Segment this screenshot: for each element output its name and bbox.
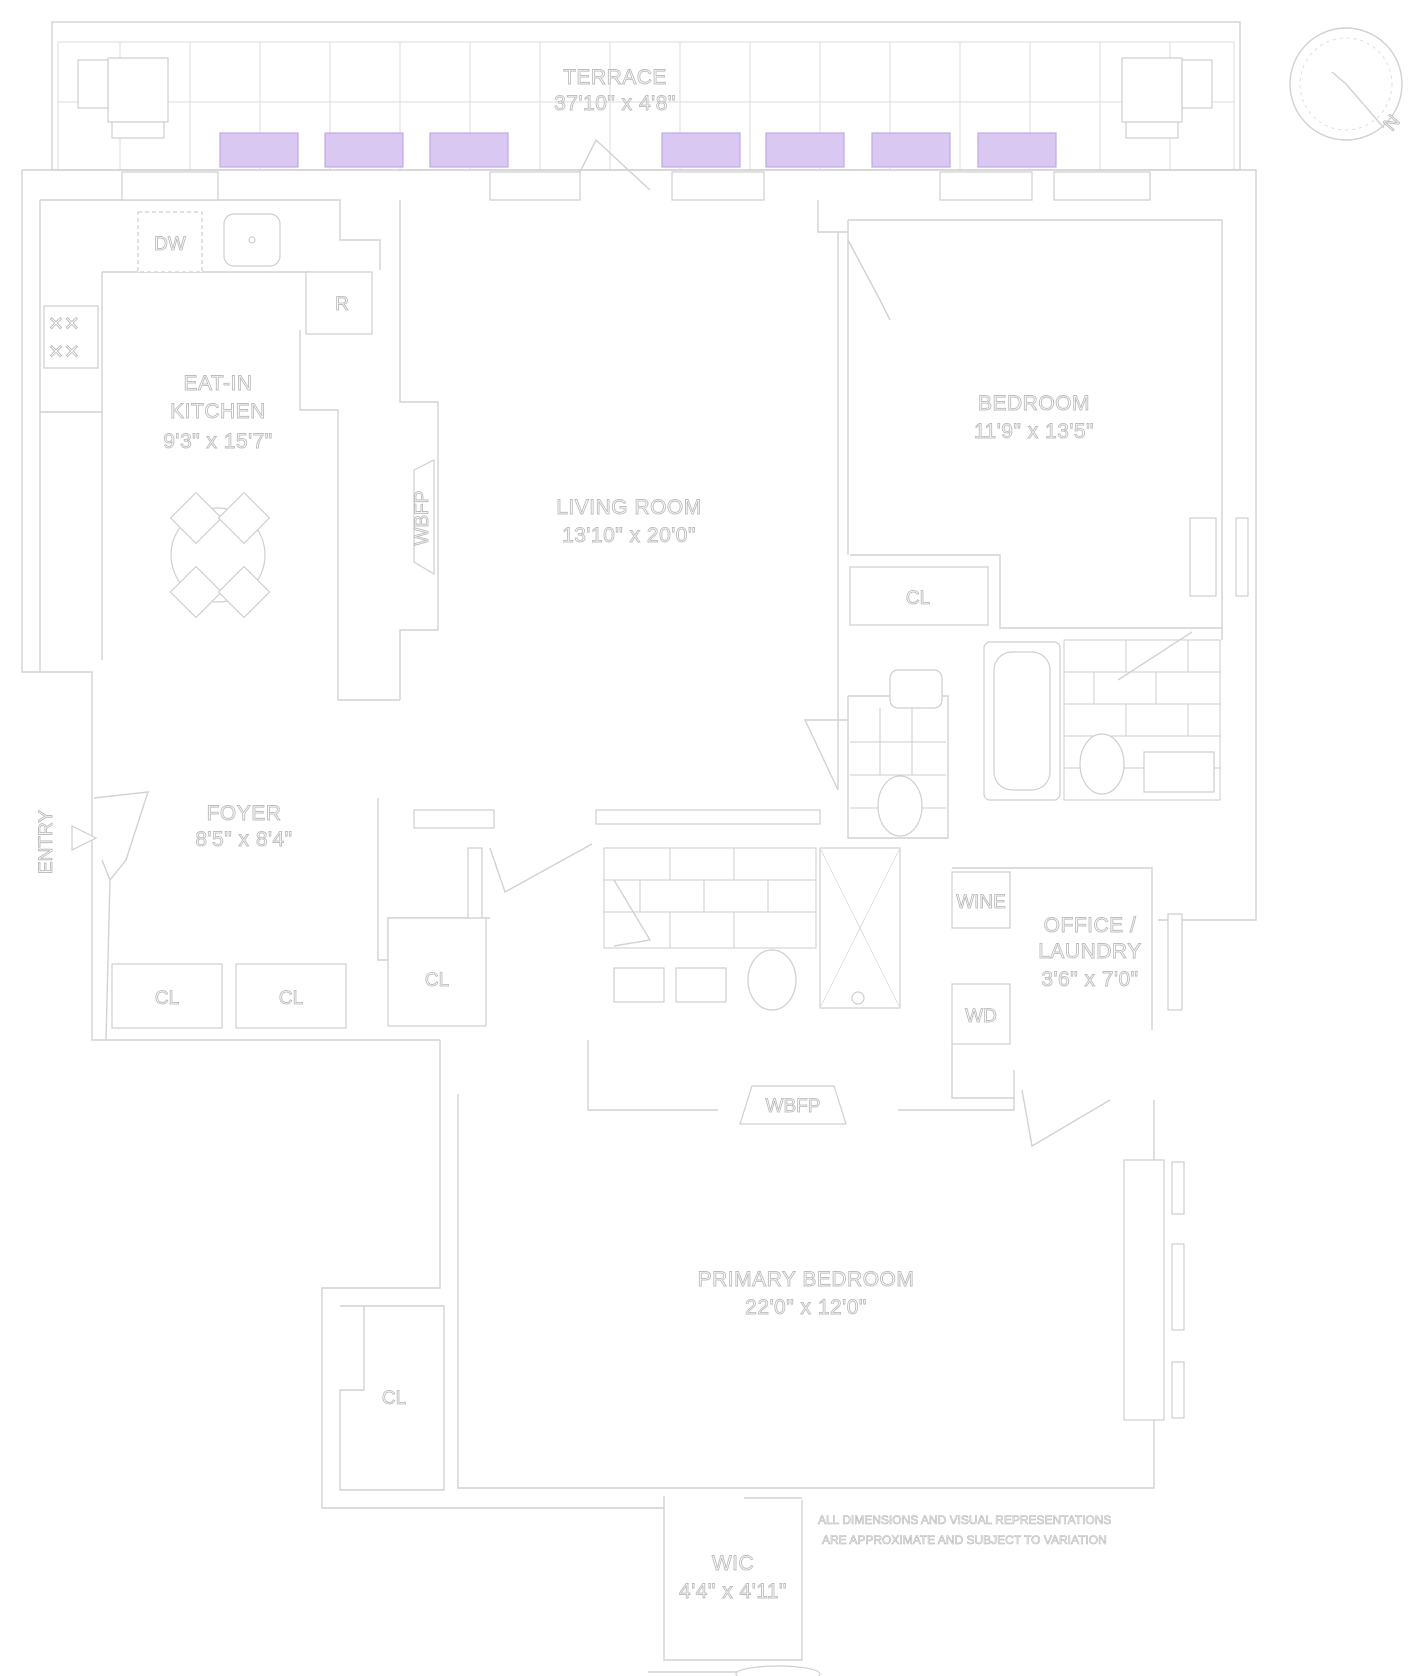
living-dims: 13'10" x 20'0" <box>562 524 696 547</box>
living-fireplace-label: WBFP <box>412 491 433 546</box>
office-dims: 3'6" x 7'0" <box>1041 968 1138 991</box>
terrace-dims: 37'10" x 4'8" <box>554 92 676 115</box>
kitchen-name-line1: EAT-IN <box>183 372 252 395</box>
terrace: TERRACE 37'10" x 4'8" <box>51 21 1241 171</box>
north-label: N <box>1380 111 1405 135</box>
bathroom-2 <box>847 669 949 839</box>
bedroom-dims: 11'9" x 13'5" <box>974 420 1094 443</box>
foyer-dims: 8'5" x 8'4" <box>195 828 292 851</box>
bedroom-name: BEDROOM <box>978 392 1090 415</box>
kitchen-name-line2: KITCHEN <box>170 400 266 423</box>
foyer-name: FOYER <box>207 802 282 825</box>
wine-label: WINE <box>956 892 1006 913</box>
walk-in-closet: WIC 4'4" x 4'11" <box>648 1496 821 1676</box>
foyer-closet-1-label: CL <box>155 988 179 1009</box>
refrigerator-label: R <box>335 294 349 315</box>
kitchen-dims: 9'3" x 15'7" <box>163 430 273 453</box>
kitchen: DW R ✕✕ ✕✕ EAT-IN KITCHEN 9'3" x 15'7" <box>40 211 400 701</box>
wic-name: WIC <box>712 1552 754 1575</box>
entry-label: ENTRY <box>36 810 57 874</box>
dishwasher-label: DW <box>154 234 186 255</box>
terrace-name: TERRACE <box>563 66 667 89</box>
terrace-chair-left <box>77 57 169 139</box>
terrace-chair-right <box>1121 57 1213 139</box>
bathroom-1 <box>983 631 1221 801</box>
primary-name: PRIMARY BEDROOM <box>698 1268 915 1291</box>
disclaimer-line1: ALL DIMENSIONS AND VISUAL REPRESENTATION… <box>818 1513 1111 1527</box>
living-name: LIVING ROOM <box>556 496 702 519</box>
foyer-closet-2-label: CL <box>279 988 303 1009</box>
disclaimer-line2: ARE APPROXIMATE AND SUBJECT TO VARIATION <box>822 1533 1107 1547</box>
primary-closet-label: CL <box>382 1388 406 1409</box>
wd-label: WD <box>965 1006 997 1027</box>
bedroom: CL BEDROOM 11'9" x 13'5" <box>847 219 1249 640</box>
living-room: WBFP LIVING ROOM 13'10" x 20'0" <box>399 138 848 791</box>
range-burners: ✕✕ <box>48 314 80 335</box>
office-name-line1: OFFICE / <box>1044 914 1137 937</box>
primary-bedroom: CL WBFP PRIMARY BEDROOM 22'0" x 12'0" <box>321 1040 1185 1509</box>
planters <box>219 132 1057 168</box>
office-name-line2: LAUNDRY <box>1038 940 1141 963</box>
hall-closet-label: CL <box>425 970 449 991</box>
foyer: ENTRY CL CL CL FOYER 8'5" x 8'4" <box>36 791 490 1041</box>
primary-fireplace-label: WBFP <box>766 1096 821 1117</box>
primary-dims: 22'0" x 12'0" <box>745 1296 867 1319</box>
bedroom-closet-label: CL <box>906 588 930 609</box>
compass: N <box>1289 27 1405 141</box>
primary-bath-tiles <box>603 847 817 949</box>
office-laundry: WINE WD OFFICE / LAUNDRY 3'6" x 7'0" <box>951 867 1183 1148</box>
wic-dims: 4'4" x 4'11" <box>679 1580 787 1603</box>
range-burners-2: ✕✕ <box>48 342 80 363</box>
primary-bath <box>413 809 1015 1111</box>
exterior-walls <box>21 169 1257 1041</box>
